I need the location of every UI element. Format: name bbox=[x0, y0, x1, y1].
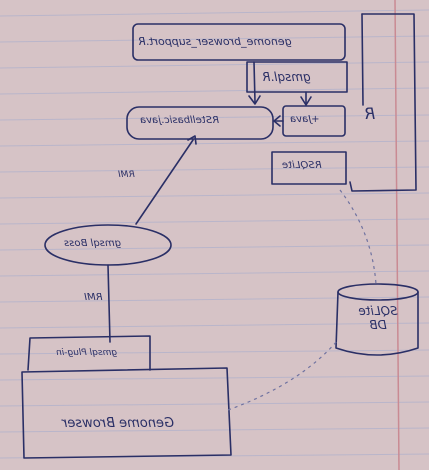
genome-browser-box bbox=[21, 367, 232, 459]
browser-to-db-dashed bbox=[227, 339, 339, 411]
r-container-label: R bbox=[364, 104, 376, 123]
gmsql-boss-label: gmsql Boss bbox=[64, 238, 122, 249]
arrowhead bbox=[273, 115, 281, 127]
arrowhead bbox=[248, 95, 261, 105]
arrowhead bbox=[300, 96, 312, 106]
genome-browser-label: Genome Browser bbox=[62, 416, 175, 431]
rmi-edge-lower bbox=[107, 264, 111, 343]
gmsql-r-label: gmsql.R bbox=[262, 70, 311, 84]
arrowhead bbox=[187, 135, 197, 145]
genome-browser-support-r-box bbox=[132, 23, 346, 61]
sqlite-db-body bbox=[335, 291, 419, 356]
rsqlite-label: RSQLite bbox=[282, 160, 322, 171]
rmi-lower-label: RMI bbox=[84, 292, 103, 303]
gmsql-plugin-box bbox=[27, 335, 151, 371]
rmi-edge-upper bbox=[135, 139, 194, 225]
gmsql-to-rstellbasic-arrow bbox=[253, 61, 256, 103]
gmsql-plugin-label: gmsql Plug-in bbox=[56, 348, 118, 358]
r-container-box bbox=[349, 13, 417, 192]
sqlite-db-label: SQLite DB bbox=[358, 304, 398, 332]
r-container-divider bbox=[361, 13, 364, 106]
rsqlite-box bbox=[271, 151, 347, 185]
rsqlite-to-db-dashed bbox=[339, 189, 377, 285]
rstellbasic-java-box bbox=[126, 106, 274, 140]
rstellbasic-java-label: RStellbasic.java bbox=[140, 115, 220, 126]
gmsql-r-box bbox=[246, 61, 348, 93]
rmi-upper-label: RMI bbox=[118, 170, 135, 180]
java-label: +Java bbox=[290, 114, 320, 125]
genome-browser-support-r-label: genome_browser_support.R bbox=[138, 35, 292, 48]
margin-line bbox=[394, 0, 400, 470]
